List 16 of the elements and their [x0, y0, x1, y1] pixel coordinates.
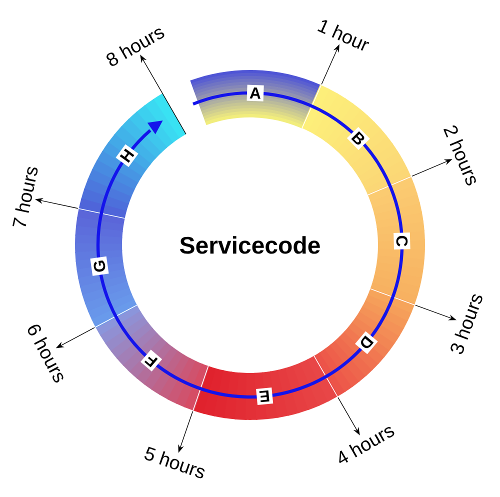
hour-label: 4 hours	[339, 426, 394, 464]
hour-label: 8 hours	[106, 28, 164, 66]
hour-label: 6 hours	[28, 324, 64, 383]
segment-letter: B	[346, 126, 370, 150]
segment-letter: C	[394, 232, 410, 250]
hour-label: 3 hours	[450, 294, 482, 354]
title: Servicecode	[180, 236, 320, 254]
hour-label: 1 hour	[318, 20, 370, 51]
hour-label: 2 hours	[443, 126, 476, 186]
segment-letter: F	[140, 350, 162, 372]
segment-letter: H	[116, 144, 138, 168]
segment-letter: G	[90, 256, 109, 276]
hour-label: 7 hours	[12, 166, 38, 226]
segment-letter: E	[256, 388, 274, 405]
segment-letter: D	[355, 331, 378, 354]
hour-label: 5 hours	[144, 446, 205, 478]
